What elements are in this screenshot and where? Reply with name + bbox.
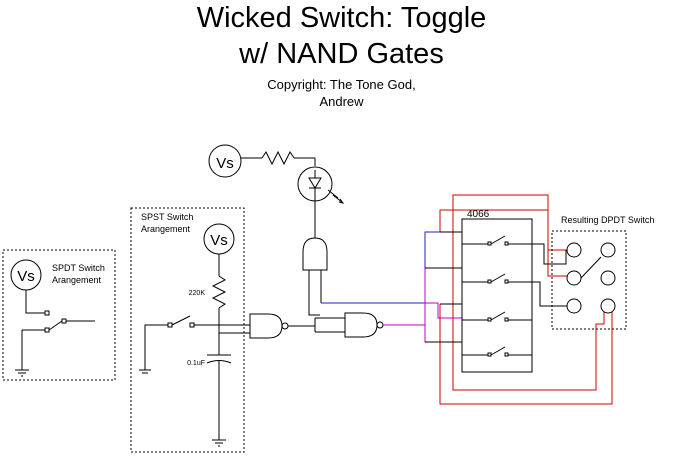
nand-gate-top	[302, 237, 328, 303]
spdt-box-label-line1: SPDT Switch	[52, 263, 105, 273]
nand-gate-2	[314, 312, 425, 338]
resistor-220k	[211, 275, 227, 309]
top-vs-source	[208, 144, 242, 178]
top-resistor	[261, 150, 295, 166]
spdt-box	[2, 249, 116, 381]
spst-box-label-line1: SPST Switch	[141, 212, 193, 222]
copyright-line2: Andrew	[319, 94, 364, 109]
top-feedback-branch: Vs	[208, 144, 345, 238]
capacitor-value: 0.1uF	[187, 360, 205, 367]
spdt-box-label-line2: Arangement	[52, 275, 102, 285]
spst-vs-label: Vs	[210, 232, 228, 249]
copyright-line1: Copyright: The Tone God,	[267, 77, 416, 92]
chip-label: 4066	[467, 209, 490, 220]
resistor-value: 220K	[189, 290, 206, 297]
chip-4066: 4066	[425, 209, 570, 373]
spdt-vs-label: Vs	[17, 268, 35, 285]
resulting-dpdt: Resulting DPDT Switch	[532, 215, 654, 330]
spdt-arrangement: Vs SPDT Switch Arangement	[2, 249, 116, 381]
dpdt-box	[551, 230, 627, 330]
dpdt-label: Resulting DPDT Switch	[561, 215, 654, 225]
red-wires	[439, 194, 613, 405]
diagram-title-line1: Wicked Switch: Toggle	[196, 2, 487, 34]
top-vs-label: Vs	[216, 155, 234, 172]
diagram-title-line2: w/ NAND Gates	[239, 38, 444, 70]
nand-gate-1	[218, 313, 315, 339]
spst-arrangement: SPST Switch Arangement Vs 220K 0.1uF	[130, 207, 245, 453]
spst-box	[130, 207, 245, 453]
spst-box-label-line2: Arangement	[141, 224, 191, 234]
